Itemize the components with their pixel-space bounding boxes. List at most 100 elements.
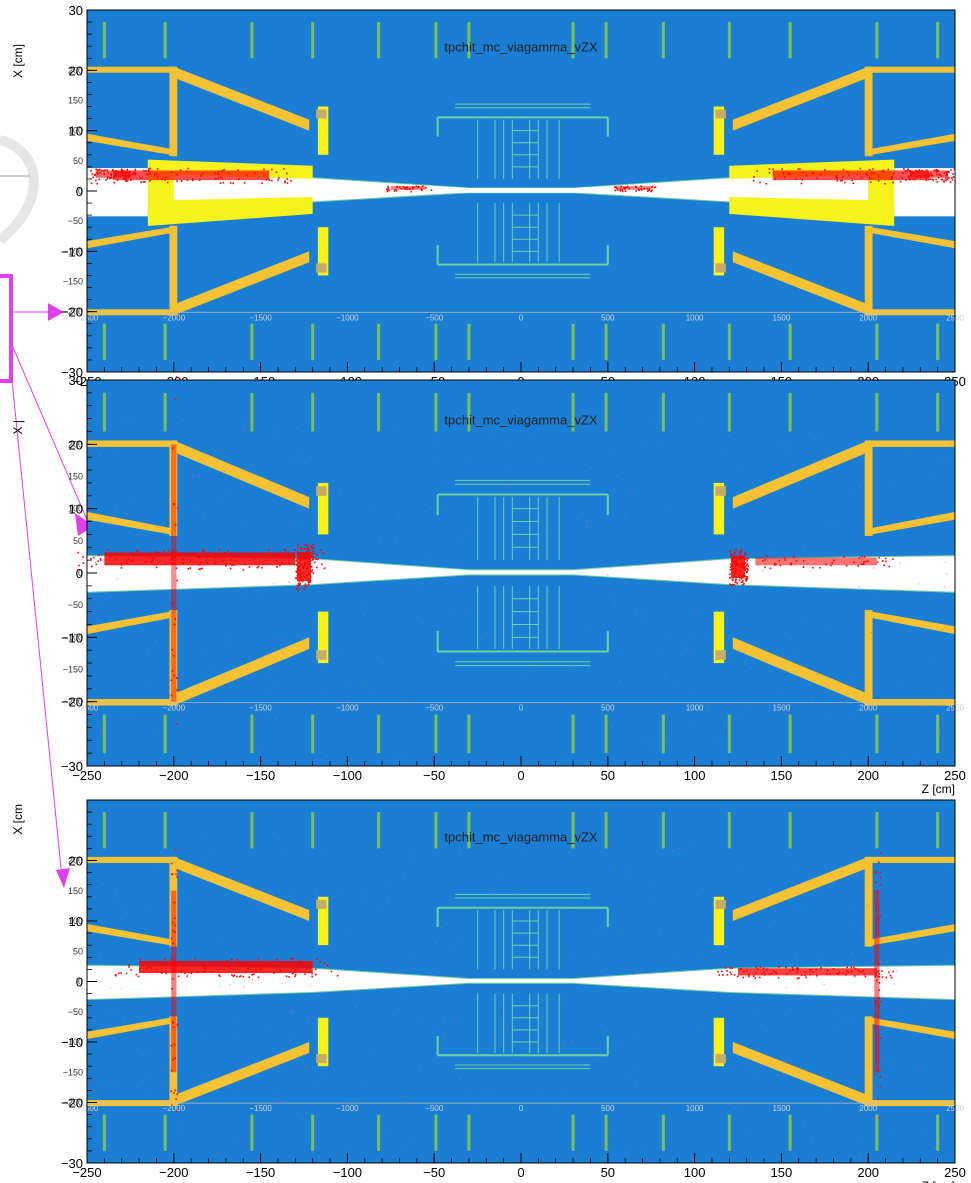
- hit-point-scatter: [459, 853, 461, 855]
- hit-point-scatter: [613, 450, 615, 452]
- frame-wedge: [173, 637, 310, 706]
- hit-point-scatter: [251, 974, 253, 977]
- hit-point: [903, 168, 905, 170]
- hit-point: [888, 565, 891, 568]
- hit-point: [98, 554, 100, 556]
- hit-point: [170, 694, 173, 697]
- hit-point-scatter: [182, 419, 185, 421]
- hit-point-scatter: [584, 984, 586, 986]
- hit-point: [230, 958, 233, 960]
- hit-point-scatter: [521, 539, 523, 541]
- hit-point: [187, 567, 190, 570]
- hit-point: [125, 179, 128, 182]
- x-tick-label: −50: [423, 1165, 445, 1180]
- hit-point: [732, 579, 734, 582]
- hit-point-scatter: [375, 1050, 377, 1052]
- hit-point: [879, 1085, 881, 1088]
- hit-point-scatter: [866, 705, 868, 708]
- hit-point: [874, 881, 877, 883]
- hit-point-scatter: [290, 1009, 292, 1012]
- hit-point-scatter: [289, 1039, 291, 1041]
- hit-point: [878, 861, 880, 864]
- hit-point-scatter: [330, 933, 332, 935]
- hit-point: [742, 976, 744, 979]
- frame-post: [864, 66, 873, 157]
- hit-point: [943, 179, 945, 182]
- hit-point: [718, 974, 720, 976]
- hit-point: [257, 976, 260, 979]
- hit-point-scatter: [322, 693, 324, 695]
- annotation-box: [0, 274, 13, 383]
- hit-point: [650, 190, 652, 193]
- hit-point-scatter: [607, 574, 609, 576]
- hit-point-scatter: [730, 1147, 733, 1149]
- hit-point: [315, 558, 317, 560]
- hit-point-scatter: [124, 715, 126, 717]
- hit-point: [304, 973, 306, 975]
- hit-point: [824, 168, 826, 171]
- hit-point-scatter: [543, 1090, 545, 1092]
- hit-point: [298, 580, 300, 583]
- hit-point-scatter: [785, 452, 787, 454]
- hit-point: [745, 564, 748, 567]
- hit-point: [201, 548, 204, 551]
- hit-point: [734, 579, 737, 582]
- hit-point-scatter: [877, 1118, 880, 1120]
- hit-point-scatter: [740, 1108, 742, 1110]
- hit-point: [746, 576, 748, 579]
- hit-point: [752, 975, 755, 978]
- hit-point: [386, 189, 389, 192]
- hit-point: [276, 958, 278, 961]
- hit-point-scatter: [740, 868, 743, 870]
- hit-point: [933, 169, 936, 172]
- hit-point-scatter: [649, 902, 651, 904]
- hit-point-scatter: [945, 561, 947, 564]
- hit-point: [769, 567, 772, 570]
- hit-point-scatter: [257, 594, 259, 596]
- hit-point-scatter: [99, 454, 101, 456]
- chart-panel-1: tpchit_mc_viagamma_vZX−2500−2000−1500−10…: [11, 3, 966, 402]
- hit-point: [203, 550, 205, 553]
- hit-point-scatter: [669, 637, 672, 639]
- hit-point: [841, 179, 843, 182]
- hit-point: [744, 553, 747, 556]
- overlay-x-tick-label: −500: [425, 313, 444, 322]
- hit-point: [198, 568, 201, 571]
- hit-point-scatter: [115, 504, 117, 506]
- hit-point: [852, 966, 855, 969]
- hit-point: [731, 967, 734, 969]
- hit-point-scatter: [272, 685, 274, 687]
- hit-point-scatter: [243, 986, 245, 988]
- hit-point: [301, 580, 304, 583]
- hit-point-scatter: [391, 1128, 393, 1130]
- hit-point-scatter: [636, 1037, 638, 1039]
- hit-point-scatter: [790, 966, 793, 968]
- hit-point-scatter: [391, 429, 393, 432]
- hit-point: [232, 182, 234, 185]
- hit-point: [175, 376, 178, 378]
- hit-point: [646, 190, 649, 192]
- hit-point: [931, 178, 934, 181]
- hit-point: [730, 973, 733, 976]
- hit-point: [315, 553, 318, 556]
- hit-point-scatter: [505, 1029, 507, 1031]
- hit-point-scatter: [750, 666, 752, 669]
- hit-point-scatter: [517, 1062, 519, 1065]
- hit-point-scatter: [212, 668, 214, 670]
- hit-point: [271, 168, 273, 171]
- hit-point-scatter: [477, 718, 479, 720]
- hit-point-scatter: [493, 1090, 495, 1092]
- hit-point: [298, 583, 300, 586]
- hit-point-scatter: [774, 920, 776, 922]
- frame-post: [169, 225, 178, 316]
- hit-point-scatter: [114, 1084, 117, 1086]
- hit-point: [878, 1117, 880, 1120]
- hit-point-scatter: [224, 639, 226, 641]
- overlay-y-tick-label: −150: [63, 665, 83, 675]
- hit-point-scatter: [791, 447, 793, 449]
- hit-point-scatter: [229, 983, 231, 986]
- hit-point: [229, 567, 232, 570]
- hit-point: [174, 398, 177, 400]
- hit-point: [744, 578, 747, 580]
- hit-point: [925, 176, 928, 179]
